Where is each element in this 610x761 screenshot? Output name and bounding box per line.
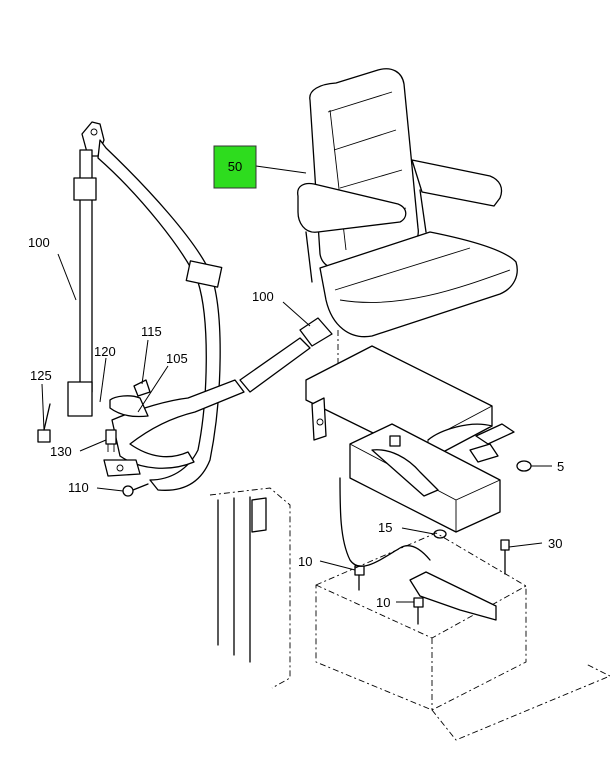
callout-15[interactable]: 15 <box>378 520 392 535</box>
callout-10-upper[interactable]: 10 <box>298 554 312 569</box>
highlight-box <box>213 145 257 189</box>
callout-label: 50 <box>228 159 242 174</box>
pedestal <box>209 487 610 741</box>
callout-100-belt[interactable]: 100 <box>28 235 50 250</box>
callout-100-buckle[interactable]: 100 <box>252 289 274 304</box>
callout-50[interactable]: 50 <box>213 145 257 189</box>
callout-110[interactable]: 110 <box>68 480 89 495</box>
seat-belt-assembly[interactable] <box>67 121 333 491</box>
hardware <box>37 379 532 625</box>
callout-115[interactable]: 115 <box>141 324 162 339</box>
callout-30[interactable]: 30 <box>548 536 562 551</box>
callout-5[interactable]: 5 <box>557 459 564 474</box>
callout-105[interactable]: 105 <box>166 351 188 366</box>
callout-120[interactable]: 120 <box>94 344 116 359</box>
callout-125[interactable]: 125 <box>30 368 52 383</box>
leader-lines <box>41 165 552 603</box>
callout-10-lower[interactable]: 10 <box>376 595 390 610</box>
seat-base <box>305 330 515 567</box>
seat-assembly[interactable] <box>297 68 518 338</box>
callout-130[interactable]: 130 <box>50 444 72 459</box>
